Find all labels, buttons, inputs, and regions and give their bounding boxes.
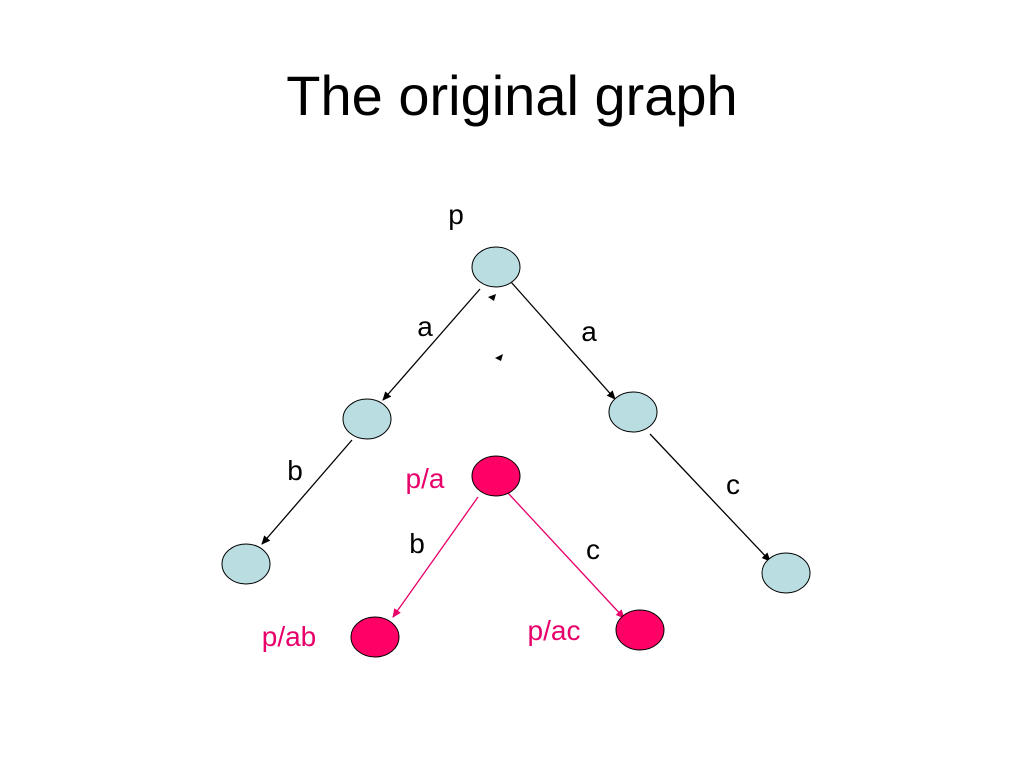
- edge-label-root-right: a: [581, 316, 597, 347]
- graph-node: [761, 552, 811, 594]
- edge-pa-to-pac: [507, 492, 625, 619]
- edge-pa-to-pab: [392, 496, 479, 618]
- graph-node: [221, 543, 271, 585]
- edge-left-to-bottom: [261, 439, 353, 545]
- new-node-pa: [471, 455, 521, 497]
- new-node-label-pac: p/ac: [528, 615, 581, 646]
- graph-node: [608, 391, 658, 433]
- new-node-pab: [350, 616, 400, 658]
- new-edge-label-right: c: [586, 534, 600, 565]
- slide-title: The original graph: [286, 64, 738, 127]
- new-edge-label-left: b: [409, 528, 425, 559]
- edge-label-left-down: b: [287, 455, 303, 486]
- stray-arrowhead-mark: [488, 294, 496, 301]
- stray-arrowhead-mark: [495, 354, 503, 361]
- new-node-label-pab: p/ab: [262, 621, 317, 652]
- edge-right-to-bottom: [649, 433, 771, 562]
- edge-root-to-right: [510, 281, 616, 400]
- edge-label-root-left: a: [417, 311, 433, 342]
- new-node-label-pa: p/a: [406, 463, 445, 494]
- root-node-label: p: [448, 199, 464, 230]
- edge-label-right-down: c: [726, 469, 740, 500]
- new-node-pac: [615, 609, 665, 651]
- graph-node: [471, 246, 521, 288]
- edge-root-to-left: [382, 288, 481, 401]
- graph-node: [342, 398, 392, 440]
